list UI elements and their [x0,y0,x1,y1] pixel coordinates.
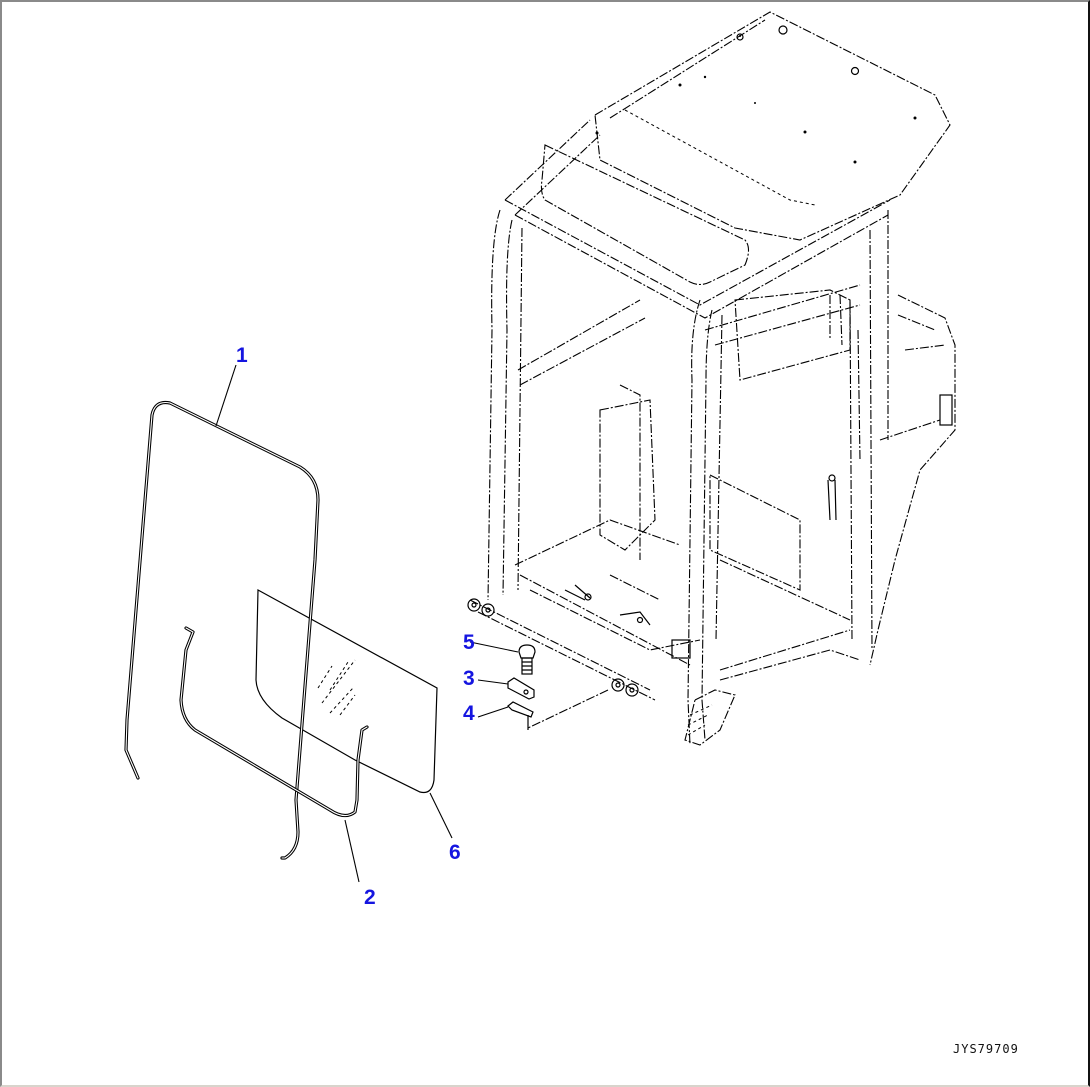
callout-2: 2 [364,886,376,909]
glass-frame-part [124,400,320,860]
callout-leaders [215,364,519,883]
hinge-lugs-icon [467,598,639,697]
callout-1: 1 [236,344,248,367]
callout-5: 5 [463,631,475,654]
plate-3-part [507,677,535,700]
bolt-part [518,644,536,675]
drawing-code: JYS79709 [953,1042,1019,1056]
plate-4-part [507,701,534,718]
callout-6: 6 [449,841,461,864]
callout-4: 4 [463,702,475,725]
glass-panel-part [255,588,438,794]
channel-seal-part [179,626,369,818]
callout-3: 3 [463,667,475,690]
cab-frame [467,11,956,746]
callout-labels: 1 2 3 4 5 6 [236,344,475,909]
roof-holes-icon [595,25,917,164]
